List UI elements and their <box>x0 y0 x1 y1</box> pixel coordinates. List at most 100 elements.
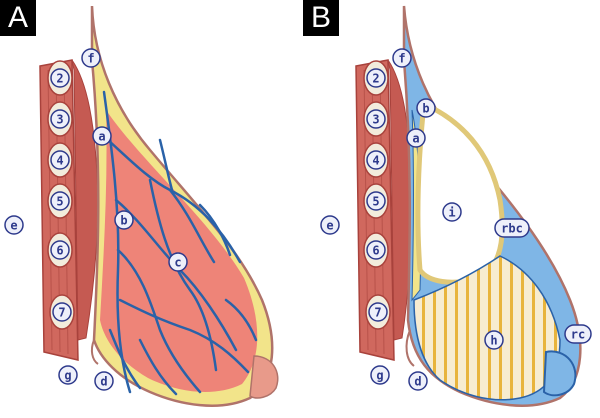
callout-b-i: i <box>442 202 462 222</box>
callout-text: 2 <box>372 72 379 86</box>
callout-a-d: d <box>94 371 114 391</box>
callout-b-b: b <box>416 98 436 118</box>
callout-text: e <box>10 219 17 233</box>
panel-a <box>39 5 279 407</box>
callout-b-r2: 2 <box>366 68 386 88</box>
callout-text: f <box>87 52 94 66</box>
callout-bubble <box>50 109 70 129</box>
callout-b-rbc: rbc <box>494 218 530 238</box>
callout-bubble <box>494 218 530 238</box>
callout-text: a <box>98 130 105 144</box>
callout-bubble <box>50 150 70 170</box>
callout-text: b <box>422 102 429 116</box>
callout-a-c: c <box>168 252 188 272</box>
callout-bubble <box>320 215 340 235</box>
callout-bubble <box>50 191 70 211</box>
callout-text: c <box>174 256 181 270</box>
vessel-network <box>102 90 258 396</box>
glandular-tissue <box>100 110 258 392</box>
callout-bubble <box>366 68 386 88</box>
callout-text: 3 <box>372 113 379 127</box>
callout-b-e: e <box>320 215 340 235</box>
callout-b-r7: 7 <box>368 302 388 322</box>
callout-text: g <box>64 369 71 383</box>
inframammary-fold <box>405 329 415 367</box>
callout-b-a: a <box>406 128 426 148</box>
callout-bubble <box>392 48 412 68</box>
callout-text: rc <box>571 328 585 342</box>
callout-bubble <box>4 215 24 235</box>
callout-a-r6: 6 <box>50 240 70 260</box>
callout-bubble <box>366 109 386 129</box>
breast-implant <box>415 100 505 285</box>
panel-a-badge: A <box>0 0 36 36</box>
callout-a-r3: 3 <box>50 109 70 129</box>
callout-a-g: g <box>58 365 78 385</box>
callout-text: 3 <box>56 113 63 127</box>
callout-bubble <box>58 365 78 385</box>
callout-text: i <box>448 206 455 220</box>
callout-text: d <box>100 375 107 389</box>
nipple <box>249 355 279 399</box>
callout-text: f <box>398 52 405 66</box>
callout-bubble <box>52 302 72 322</box>
callout-a-r2: 2 <box>50 68 70 88</box>
callout-bubble <box>168 252 188 272</box>
callout-bubble <box>484 330 504 350</box>
callout-b-r4: 4 <box>366 150 386 170</box>
callout-bubble <box>50 68 70 88</box>
callout-text: rbc <box>501 222 523 236</box>
callout-text: 4 <box>56 154 63 168</box>
callout-text: 2 <box>56 72 63 86</box>
callout-bubble <box>92 126 112 146</box>
callout-b-f: f <box>392 48 412 68</box>
callout-text: h <box>490 334 497 348</box>
callout-bubble <box>370 365 390 385</box>
callout-bubble <box>366 191 386 211</box>
callout-b-d: d <box>408 371 428 391</box>
callout-a-b: b <box>114 210 134 230</box>
callout-labels: f 2 3 4 5 6 7 a b c d e g f 2 3 4 5 6 7 b a i rbc h rc d e g <box>4 48 592 391</box>
callout-bubble <box>114 210 134 230</box>
callout-text: 5 <box>372 195 379 209</box>
callout-text: 7 <box>58 306 65 320</box>
callout-text: g <box>376 369 383 383</box>
callout-bubble <box>564 324 592 344</box>
callout-b-rc: rc <box>564 324 592 344</box>
callout-bubble <box>406 128 426 148</box>
callout-text: 6 <box>56 244 63 258</box>
panel-b-badge: B <box>303 0 339 36</box>
callout-a-r4: 4 <box>50 150 70 170</box>
callout-bubble <box>81 48 101 68</box>
callout-a-r7: 7 <box>52 302 72 322</box>
callout-text: 4 <box>372 154 379 168</box>
callout-bubble <box>408 371 428 391</box>
callout-bubble <box>366 150 386 170</box>
callout-bubble <box>442 202 462 222</box>
callout-a-f: f <box>81 48 101 68</box>
nipple <box>542 350 577 397</box>
callout-bubble <box>416 98 436 118</box>
callout-text: e <box>326 219 333 233</box>
callout-text: b <box>120 214 127 228</box>
callout-bubble <box>94 371 114 391</box>
callout-b-g: g <box>370 365 390 385</box>
callout-text: 5 <box>56 195 63 209</box>
ribs <box>47 60 75 330</box>
callout-bubble <box>50 240 70 260</box>
panel-b <box>355 5 582 407</box>
callout-bubble <box>368 302 388 322</box>
callout-text: a <box>412 132 419 146</box>
callout-a-r5: 5 <box>50 191 70 211</box>
callout-b-r5: 5 <box>366 191 386 211</box>
callout-b-r6: 6 <box>366 240 386 260</box>
callout-b-r3: 3 <box>366 109 386 129</box>
callout-text: 6 <box>372 244 379 258</box>
callout-a-e: e <box>4 215 24 235</box>
inframammary-fold <box>90 339 99 365</box>
callout-a-a: a <box>92 126 112 146</box>
callout-text: d <box>414 375 421 389</box>
callout-b-h: h <box>484 330 504 350</box>
callout-bubble <box>366 240 386 260</box>
